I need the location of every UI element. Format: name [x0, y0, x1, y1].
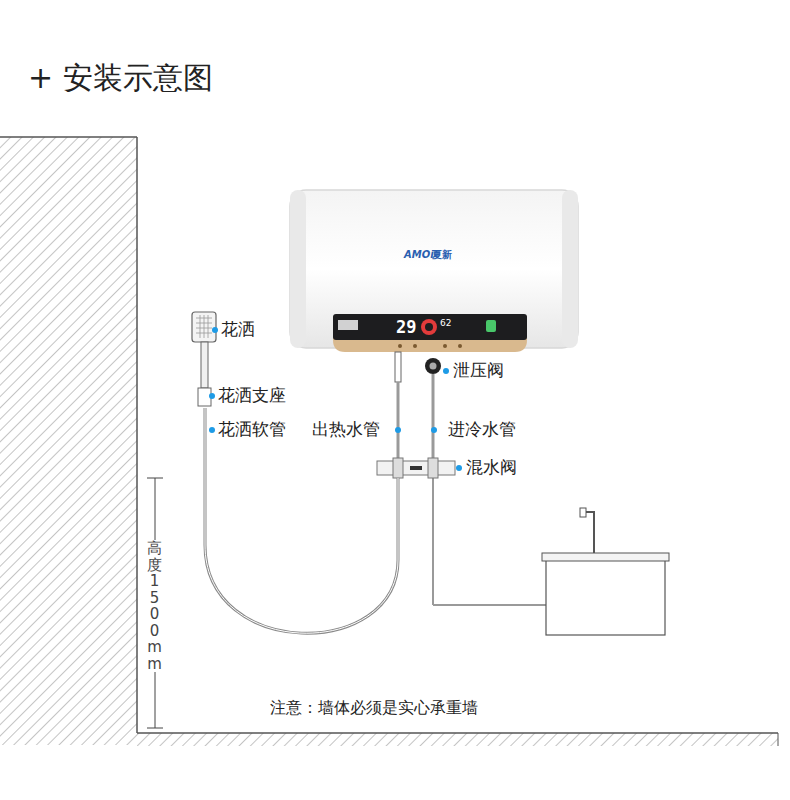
- brand-label: AMOi: [404, 249, 434, 261]
- display-reading: 62: [440, 318, 451, 329]
- dimension-label: 高度1500mm: [147, 540, 162, 672]
- brand-label: 夏新: [432, 249, 452, 261]
- diagram-title: + 安装示意图: [28, 60, 213, 96]
- part-label: 混水阀: [466, 457, 517, 477]
- wall: [0, 137, 137, 745]
- part-label: 花洒支座: [218, 385, 286, 405]
- water-heater: [290, 190, 578, 352]
- basin: [542, 508, 669, 635]
- shower-hose: [205, 408, 398, 633]
- floor: [137, 733, 778, 746]
- marker-dots: [209, 327, 462, 471]
- dimension-line: [147, 478, 163, 728]
- display-reading: 29: [396, 317, 416, 337]
- part-label: 花洒: [221, 319, 255, 339]
- pressure-valve: [425, 358, 441, 374]
- mixing-valve: [377, 458, 455, 478]
- pipes: [395, 352, 546, 605]
- part-label: 出热水管: [312, 419, 380, 439]
- note-text: 注意：墙体必须是实心承重墙: [270, 698, 478, 717]
- part-label: 花洒软管: [218, 419, 286, 439]
- part-label: 进冷水管: [448, 419, 516, 439]
- part-label: 泄压阀: [453, 360, 504, 380]
- shower-head: [192, 312, 216, 406]
